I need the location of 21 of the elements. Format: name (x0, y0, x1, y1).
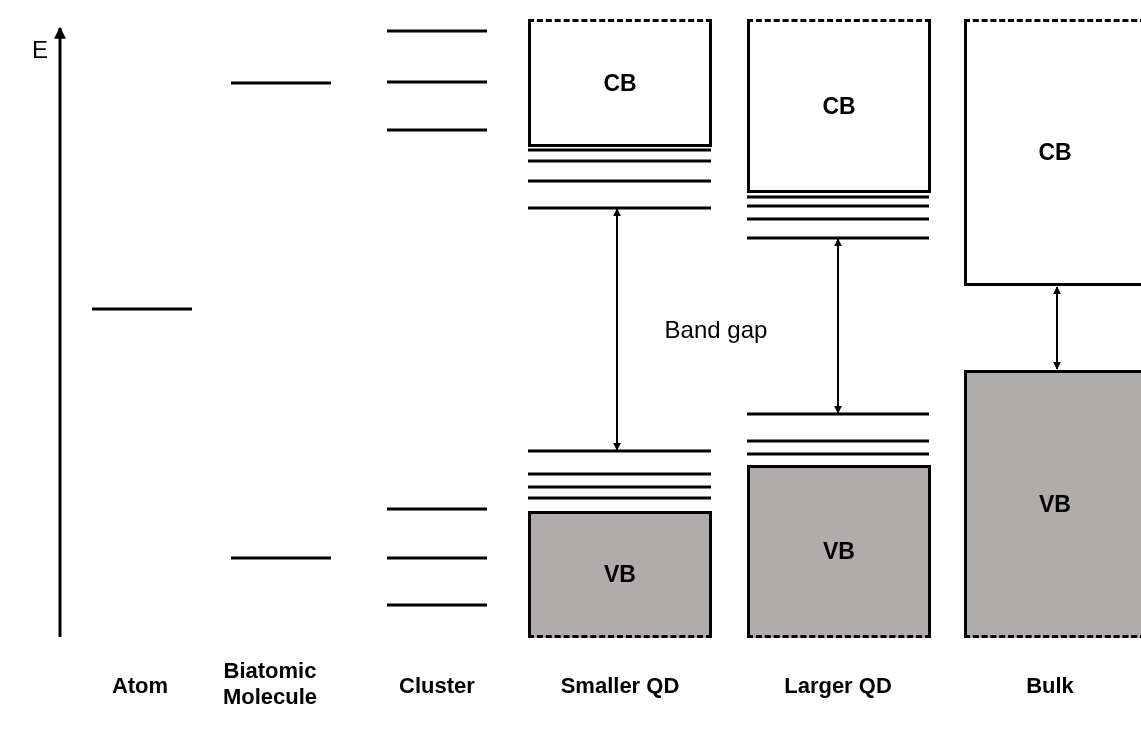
conduction-band-box (528, 19, 712, 147)
valence-band-box (964, 370, 1141, 638)
valence-band-box (528, 511, 712, 638)
band-label: VB (1039, 490, 1071, 518)
conduction-band-box (964, 19, 1141, 286)
column-label: Biatomic Molecule (221, 657, 319, 711)
column-label: Smaller QD (559, 672, 681, 700)
column-label: Atom (110, 672, 170, 700)
column-label: Larger QD (783, 672, 893, 700)
column-label: Cluster (398, 672, 476, 700)
band-label: VB (604, 561, 636, 588)
band-label: CB (603, 69, 637, 97)
conduction-band-box (747, 19, 931, 193)
axis-label: E (31, 35, 49, 65)
band-label: VB (823, 538, 855, 565)
double-arrow (1053, 286, 1061, 370)
valence-band-box (747, 465, 931, 638)
band-label: CB (1038, 139, 1072, 166)
band-label: CB (822, 92, 856, 120)
band-gap-label: Band gap (663, 315, 769, 345)
column-label: Bulk (1025, 672, 1075, 700)
